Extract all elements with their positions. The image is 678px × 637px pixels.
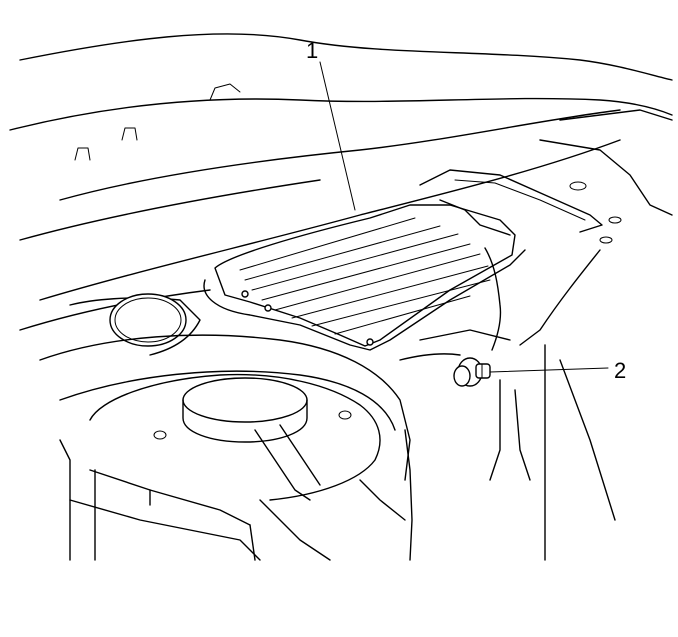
- right-frame: [399, 329, 616, 561]
- callout-1-label: 1: [306, 38, 318, 63]
- right-body-structure: [419, 109, 673, 346]
- round-opening: [69, 293, 201, 356]
- leader-lines: [319, 61, 609, 373]
- upper-body-panel: [9, 33, 673, 331]
- wiring-cover: [203, 199, 526, 351]
- lower-housing: [39, 334, 413, 561]
- push-pin-retainer: [453, 357, 491, 387]
- callout-2-label: 2: [614, 358, 626, 383]
